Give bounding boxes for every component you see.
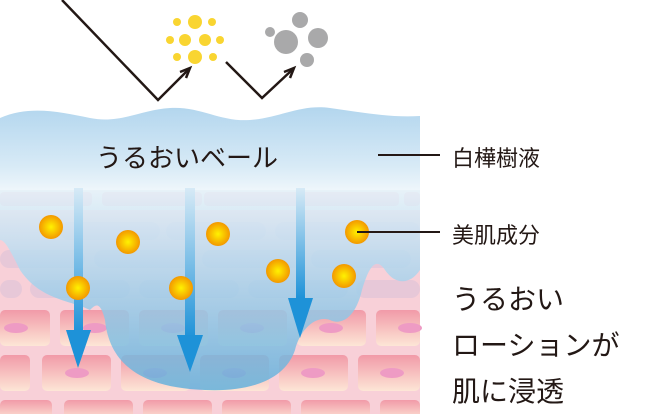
birch-sap-label: 白樺樹液 [452, 147, 541, 172]
arrow-shaft [74, 188, 83, 333]
gray-particles [265, 12, 328, 67]
lotion-caption-line3: 肌に浸透 [452, 375, 565, 408]
penetration-arrows [66, 188, 313, 372]
arrow-shaft [296, 188, 305, 298]
yellow-particles [166, 15, 224, 64]
beauty-ingredient-label: 美肌成分 [452, 224, 541, 249]
arrow-head [66, 330, 91, 368]
lotion-caption-line1: うるおい [452, 283, 565, 316]
arrow-shaft [185, 188, 195, 338]
beauty-ingredient-dots [39, 215, 369, 300]
lotion-penetration [0, 188, 420, 391]
arrow-head [177, 335, 203, 372]
reflected-rays [61, 0, 297, 102]
arrow-head [288, 298, 313, 338]
veil-label: うるおいベール [96, 144, 279, 174]
moisture-veil [0, 107, 420, 190]
lotion-caption-line2: ローションが [452, 329, 620, 362]
